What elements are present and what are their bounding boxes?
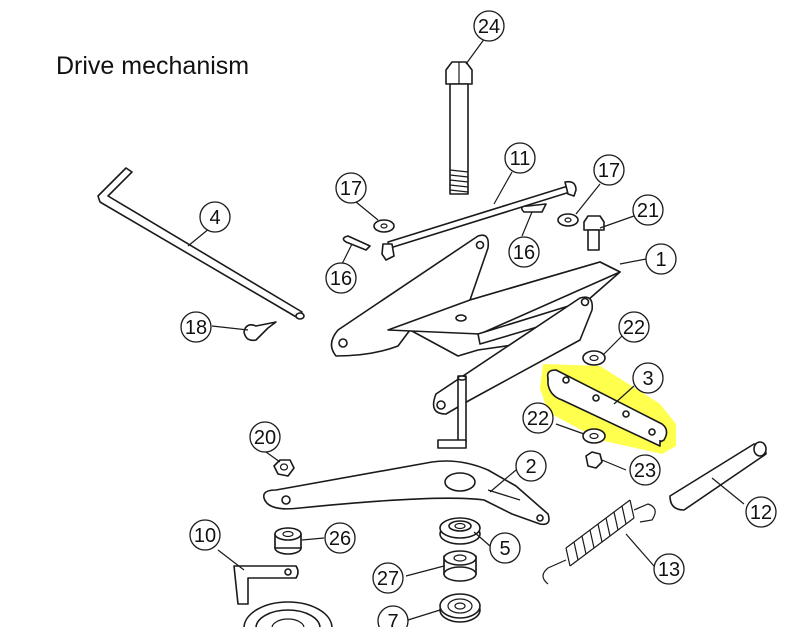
callout-circle <box>189 519 221 551</box>
callout-c23: 23 <box>629 454 661 486</box>
callout-label: 27 <box>377 568 399 590</box>
part-10-bracket <box>233 565 299 605</box>
page-title: Drive mechanism <box>56 52 250 80</box>
callout-label: 20 <box>254 427 276 449</box>
leader-lines <box>187 37 745 621</box>
callout-c5: 5 <box>489 532 521 564</box>
callout-c1: 1 <box>645 243 677 275</box>
callout-label: 18 <box>185 317 207 339</box>
callout-c16a: 16 <box>325 262 357 294</box>
callout-c21: 21 <box>632 194 664 226</box>
callout-c16b: 16 <box>508 236 540 268</box>
part-13-spring <box>542 499 656 585</box>
callout-circle <box>515 450 547 482</box>
callout-label: 16 <box>330 268 352 290</box>
part-5-hub <box>439 517 481 545</box>
callout-circle <box>522 402 554 434</box>
part-3-plate <box>546 369 668 447</box>
part-17-washer <box>373 219 395 233</box>
callout-label: 21 <box>637 200 659 222</box>
callout-circle <box>489 532 521 564</box>
callout-c22b: 22 <box>522 402 554 434</box>
callout-circle <box>745 496 777 528</box>
callout-circle <box>377 605 409 627</box>
callout-circle <box>473 10 505 42</box>
callout-circle <box>508 236 540 268</box>
callout-circle <box>249 421 281 453</box>
callout-label: 16 <box>513 242 535 264</box>
callout-circle <box>335 172 367 204</box>
callout-label: 26 <box>329 528 351 550</box>
callout-c12: 12 <box>745 496 777 528</box>
part-22-washer-bottom <box>582 428 606 444</box>
pulley-partial <box>243 601 333 627</box>
part-11-rod <box>381 180 577 261</box>
callout-circle <box>199 201 231 233</box>
callout-c7: 7 <box>377 605 409 627</box>
callout-c24: 24 <box>473 10 505 42</box>
callout-c13: 13 <box>653 553 685 585</box>
callout-c2: 2 <box>515 450 547 482</box>
callout-c17a: 17 <box>335 172 367 204</box>
callout-c26: 26 <box>324 522 356 554</box>
callout-label: 3 <box>642 368 653 390</box>
callout-c18: 18 <box>180 311 212 343</box>
callout-label: 11 <box>510 148 531 170</box>
callout-circle <box>645 243 677 275</box>
callout-label: 5 <box>499 538 510 560</box>
callout-label: 17 <box>340 178 362 200</box>
callout-circle <box>593 154 625 186</box>
callout-circle <box>504 142 536 174</box>
callout-circle <box>618 311 650 343</box>
part-12-shaft <box>669 441 767 511</box>
callout-label: 24 <box>478 16 500 38</box>
callout-c11: 11 <box>504 142 536 174</box>
part-27-spacer <box>443 550 477 582</box>
callout-circle <box>632 194 664 226</box>
callout-c22a: 22 <box>618 311 650 343</box>
part-26-bushing <box>274 527 302 555</box>
callout-circle <box>324 522 356 554</box>
callout-c3: 3 <box>632 362 664 394</box>
callout-label: 2 <box>525 456 536 478</box>
callout-c20: 20 <box>249 421 281 453</box>
callout-bubbles: 24 11 17 17 21 4 16 16 1 18 22 3 22 20 23 2 12 10 26 5 13 27 7 <box>180 10 777 627</box>
callout-label: 13 <box>658 559 680 581</box>
callout-label: 4 <box>209 207 220 229</box>
callout-circle <box>629 454 661 486</box>
callout-circle <box>325 262 357 294</box>
callout-circle <box>632 362 664 394</box>
part-1-bracket <box>330 234 621 449</box>
part-4-pin <box>97 167 305 320</box>
callout-label: 7 <box>387 611 398 627</box>
callout-label: 22 <box>527 408 549 430</box>
part-16-pin-left <box>342 235 371 251</box>
callout-label: 10 <box>194 525 216 547</box>
callout-label: 23 <box>634 460 656 482</box>
part-20-nut <box>273 459 295 477</box>
callout-c10: 10 <box>189 519 221 551</box>
part-21-bolt <box>583 215 605 251</box>
part-7-bearing <box>439 593 481 623</box>
callout-c17b: 17 <box>593 154 625 186</box>
callout-c27: 27 <box>372 562 404 594</box>
callout-circle <box>372 562 404 594</box>
part-22-washer-top <box>582 350 606 366</box>
part-18-clip <box>243 321 277 342</box>
callout-label: 22 <box>623 317 645 339</box>
callout-c4: 4 <box>199 201 231 233</box>
part-24-bolt <box>445 61 473 195</box>
callout-circle <box>653 553 685 585</box>
callout-label: 1 <box>655 249 666 271</box>
callout-circle <box>180 311 212 343</box>
part-17-washer-right <box>557 213 579 227</box>
part-16-pin-right <box>520 203 547 213</box>
part-2-lever <box>262 460 550 526</box>
callout-label: 12 <box>750 502 772 524</box>
callout-label: 17 <box>598 160 620 182</box>
part-23-nut <box>585 451 603 469</box>
